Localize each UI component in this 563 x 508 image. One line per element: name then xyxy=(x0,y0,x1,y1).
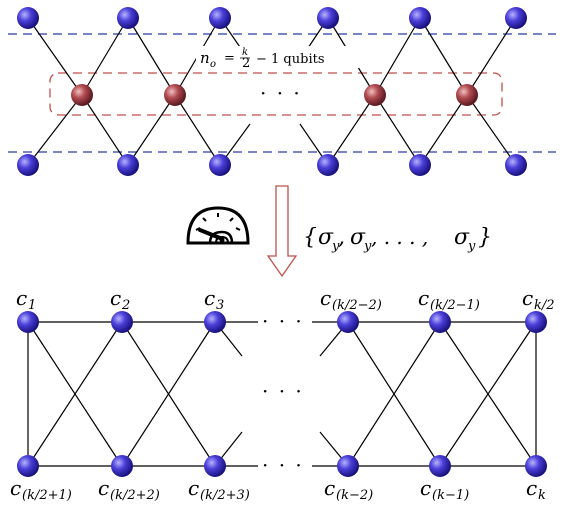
cluster-node xyxy=(337,455,359,477)
node-label-ck-2: c xyxy=(324,476,335,500)
node-label-ck2p1: c xyxy=(10,476,21,500)
cluster-node xyxy=(525,455,547,477)
register-node xyxy=(164,84,186,106)
top-panel: n o = k 2 − 1 qubits · · · xyxy=(8,7,556,176)
node-label-ck: c xyxy=(526,476,537,500)
register-node xyxy=(364,84,386,106)
node-label-ck2-2: c xyxy=(320,286,331,310)
svg-text:σ: σ xyxy=(454,225,470,250)
bottom-node-labels: c (k/2+1) c (k/2+2) c (k/2+3) c (k−2) c … xyxy=(10,476,546,503)
bottom-node xyxy=(209,154,231,176)
cluster-node xyxy=(111,455,133,477)
node-label-c1: c xyxy=(16,286,27,310)
bottom-node xyxy=(505,154,527,176)
svg-text:(k/2+1): (k/2+1) xyxy=(22,488,72,503)
svg-text:2: 2 xyxy=(242,56,250,71)
node-label-ck2p2: c xyxy=(98,476,109,500)
cluster-node xyxy=(17,311,39,333)
cluster-node xyxy=(429,455,451,477)
top-node xyxy=(17,7,39,29)
svg-text:1: 1 xyxy=(28,298,36,313)
svg-text:y: y xyxy=(331,239,340,254)
svg-text:}: } xyxy=(478,225,492,250)
bottom-node xyxy=(409,154,431,176)
ellipsis-middle: · · · xyxy=(262,379,304,403)
cluster-node xyxy=(17,455,39,477)
top-node xyxy=(117,7,139,29)
bottom-node xyxy=(17,154,39,176)
register-box xyxy=(49,72,503,116)
svg-text:2: 2 xyxy=(121,298,130,313)
node-label-ck2-1: c xyxy=(418,286,429,310)
top-node xyxy=(505,7,527,29)
ellipsis-top: · · · xyxy=(262,309,304,333)
node-label-ck-1: c xyxy=(420,476,431,500)
svg-text:− 1 qubits: − 1 qubits xyxy=(256,52,325,67)
svg-text:k: k xyxy=(242,47,248,58)
cluster-node xyxy=(204,455,226,477)
node-label-ck2: c xyxy=(522,286,533,310)
bottom-node xyxy=(317,154,339,176)
svg-text:k/2: k/2 xyxy=(534,298,555,313)
svg-text:, . . . ,: , . . . , xyxy=(371,225,428,249)
bottom-node xyxy=(117,154,139,176)
bottom-edges xyxy=(27,321,537,467)
cluster-node xyxy=(204,311,226,333)
svg-text:(k/2+3): (k/2+3) xyxy=(200,488,250,503)
cluster-node xyxy=(525,311,547,333)
svg-text:(k/2−2): (k/2−2) xyxy=(332,298,382,313)
register-node xyxy=(456,84,478,106)
qubit-count-annotation: n o = k 2 − 1 qubits xyxy=(196,46,376,71)
top-node xyxy=(409,7,431,29)
svg-text:(k/2+2): (k/2+2) xyxy=(110,488,160,503)
bottom-panel: · · · · · · · · · c 1 c 2 c 3 c (k/2−2) … xyxy=(10,286,555,503)
node-label-c3: c xyxy=(204,286,215,310)
cluster-node xyxy=(429,311,451,333)
node-label-ck2p3: c xyxy=(188,476,199,500)
svg-text:,: , xyxy=(338,225,345,250)
svg-text:3: 3 xyxy=(216,298,224,313)
svg-text:k: k xyxy=(538,488,546,503)
svg-text:σ: σ xyxy=(350,225,366,250)
svg-text:=: = xyxy=(224,51,235,66)
top-ellipsis: · · · xyxy=(260,81,302,105)
svg-text:{: { xyxy=(303,225,317,250)
svg-text:(k−1): (k−1) xyxy=(432,488,469,503)
svg-text:(k/2−1): (k/2−1) xyxy=(430,298,480,313)
svg-text:σ: σ xyxy=(318,225,334,250)
top-node-labels: c 1 c 2 c 3 c (k/2−2) c (k/2−1) c k/2 xyxy=(16,286,555,313)
measurement-basis-label: { σ y , σ y , . . . , σ y } xyxy=(303,225,492,254)
top-node xyxy=(209,7,231,29)
meter-gauge-icon xyxy=(186,206,250,245)
cluster-node xyxy=(111,311,133,333)
ellipsis-bottom: · · · xyxy=(262,453,304,477)
register-node xyxy=(71,84,93,106)
svg-text:n: n xyxy=(200,49,210,67)
cluster-node xyxy=(337,311,359,333)
svg-text:o: o xyxy=(210,59,216,70)
measurement-step: { σ y , σ y , . . . , σ y } xyxy=(186,185,492,278)
svg-text:y: y xyxy=(467,239,476,254)
node-label-c2: c xyxy=(110,286,121,310)
svg-text:(k−2): (k−2) xyxy=(336,488,373,503)
top-node xyxy=(317,7,339,29)
down-arrow xyxy=(266,185,298,278)
svg-text:y: y xyxy=(363,239,372,254)
